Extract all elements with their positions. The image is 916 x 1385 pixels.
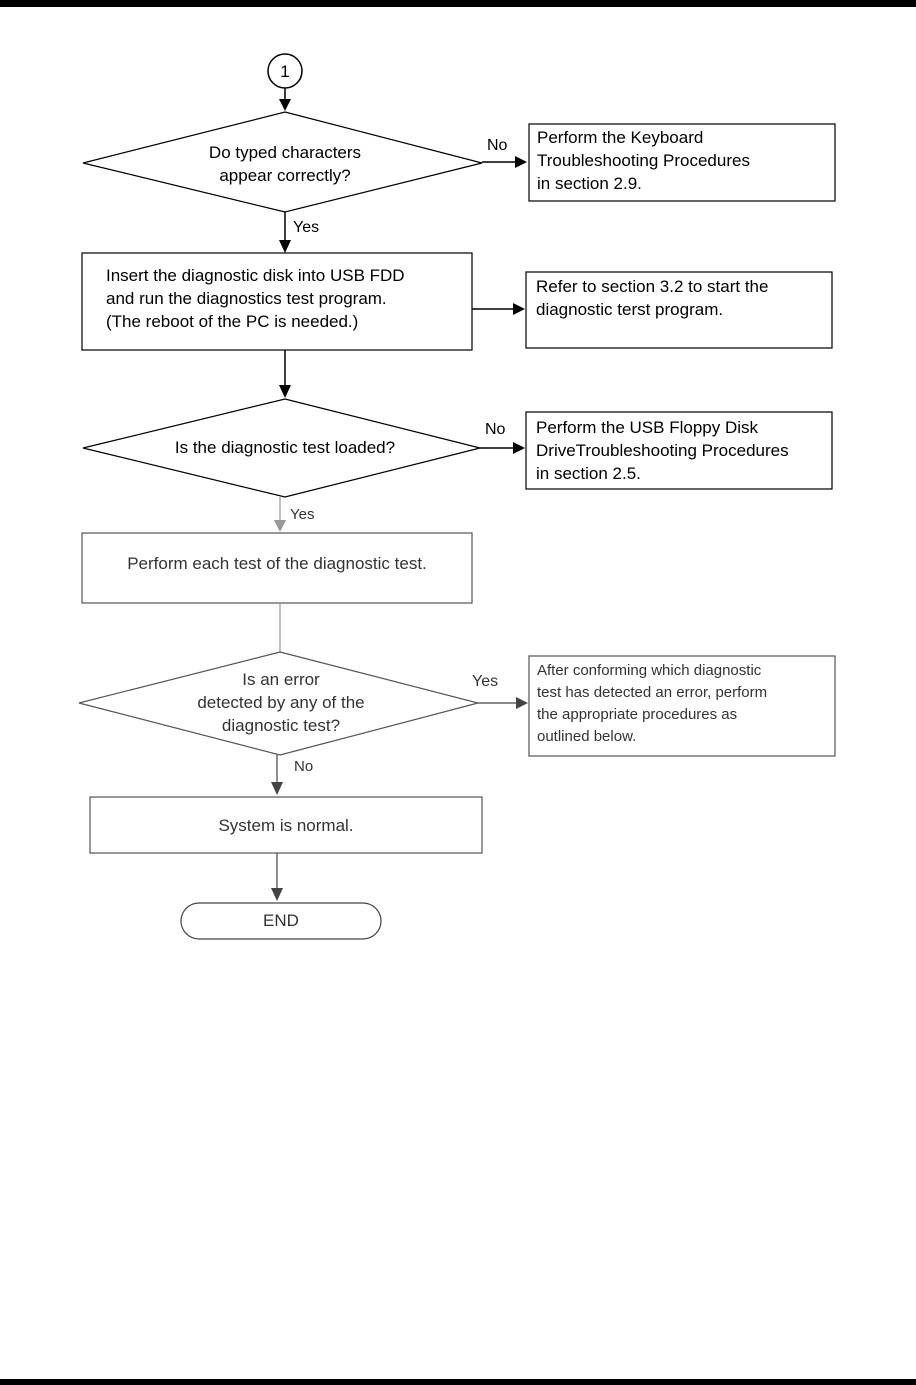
decision-1-text: Do typed characters appear correctly? xyxy=(208,143,362,185)
decision-3-yes-label: Yes xyxy=(472,673,499,690)
decision-3-diamond xyxy=(78,651,481,756)
side-box-3 xyxy=(525,411,833,490)
bottom-rule xyxy=(0,1379,916,1385)
process-2-text: Perform each test of the diagnostic test… xyxy=(127,554,427,573)
side-box-1-text: Perform the Keyboard Troubleshooting Pro… xyxy=(537,128,750,193)
process-1-text: Insert the diagnostic disk into USB FDD … xyxy=(106,266,405,331)
decision-2-no-label: No xyxy=(485,421,506,438)
decision-2-yes-label: Yes xyxy=(290,506,315,523)
side-box-4 xyxy=(528,655,836,757)
side-box-3-text: Perform the USB Floppy Disk DriveTrouble… xyxy=(536,418,789,483)
side-box-4-text: After conforming which diagnostic test h… xyxy=(537,662,768,745)
end-label: END xyxy=(263,911,299,930)
decision-1-no-label: No xyxy=(487,137,508,154)
side-box-1 xyxy=(528,123,836,202)
connector-label: 1 xyxy=(280,62,290,81)
process-3-box xyxy=(89,796,483,854)
decision-3-text: Is an error detected by any of the diagn… xyxy=(197,670,365,735)
decision-1-yes-label: Yes xyxy=(293,219,320,236)
decision-2-diamond xyxy=(82,398,481,498)
top-rule xyxy=(0,0,916,7)
process-1-box xyxy=(81,252,473,351)
process-2-box xyxy=(81,532,473,604)
decision-2-text: Is the diagnostic test loaded? xyxy=(174,438,396,457)
end-terminator xyxy=(180,902,382,940)
process-3-text: System is normal. xyxy=(218,816,354,835)
decision-3-no-label: No xyxy=(294,758,314,775)
side-box-2-text: Refer to section 3.2 to start the diagno… xyxy=(536,277,769,319)
side-box-2 xyxy=(525,271,833,349)
